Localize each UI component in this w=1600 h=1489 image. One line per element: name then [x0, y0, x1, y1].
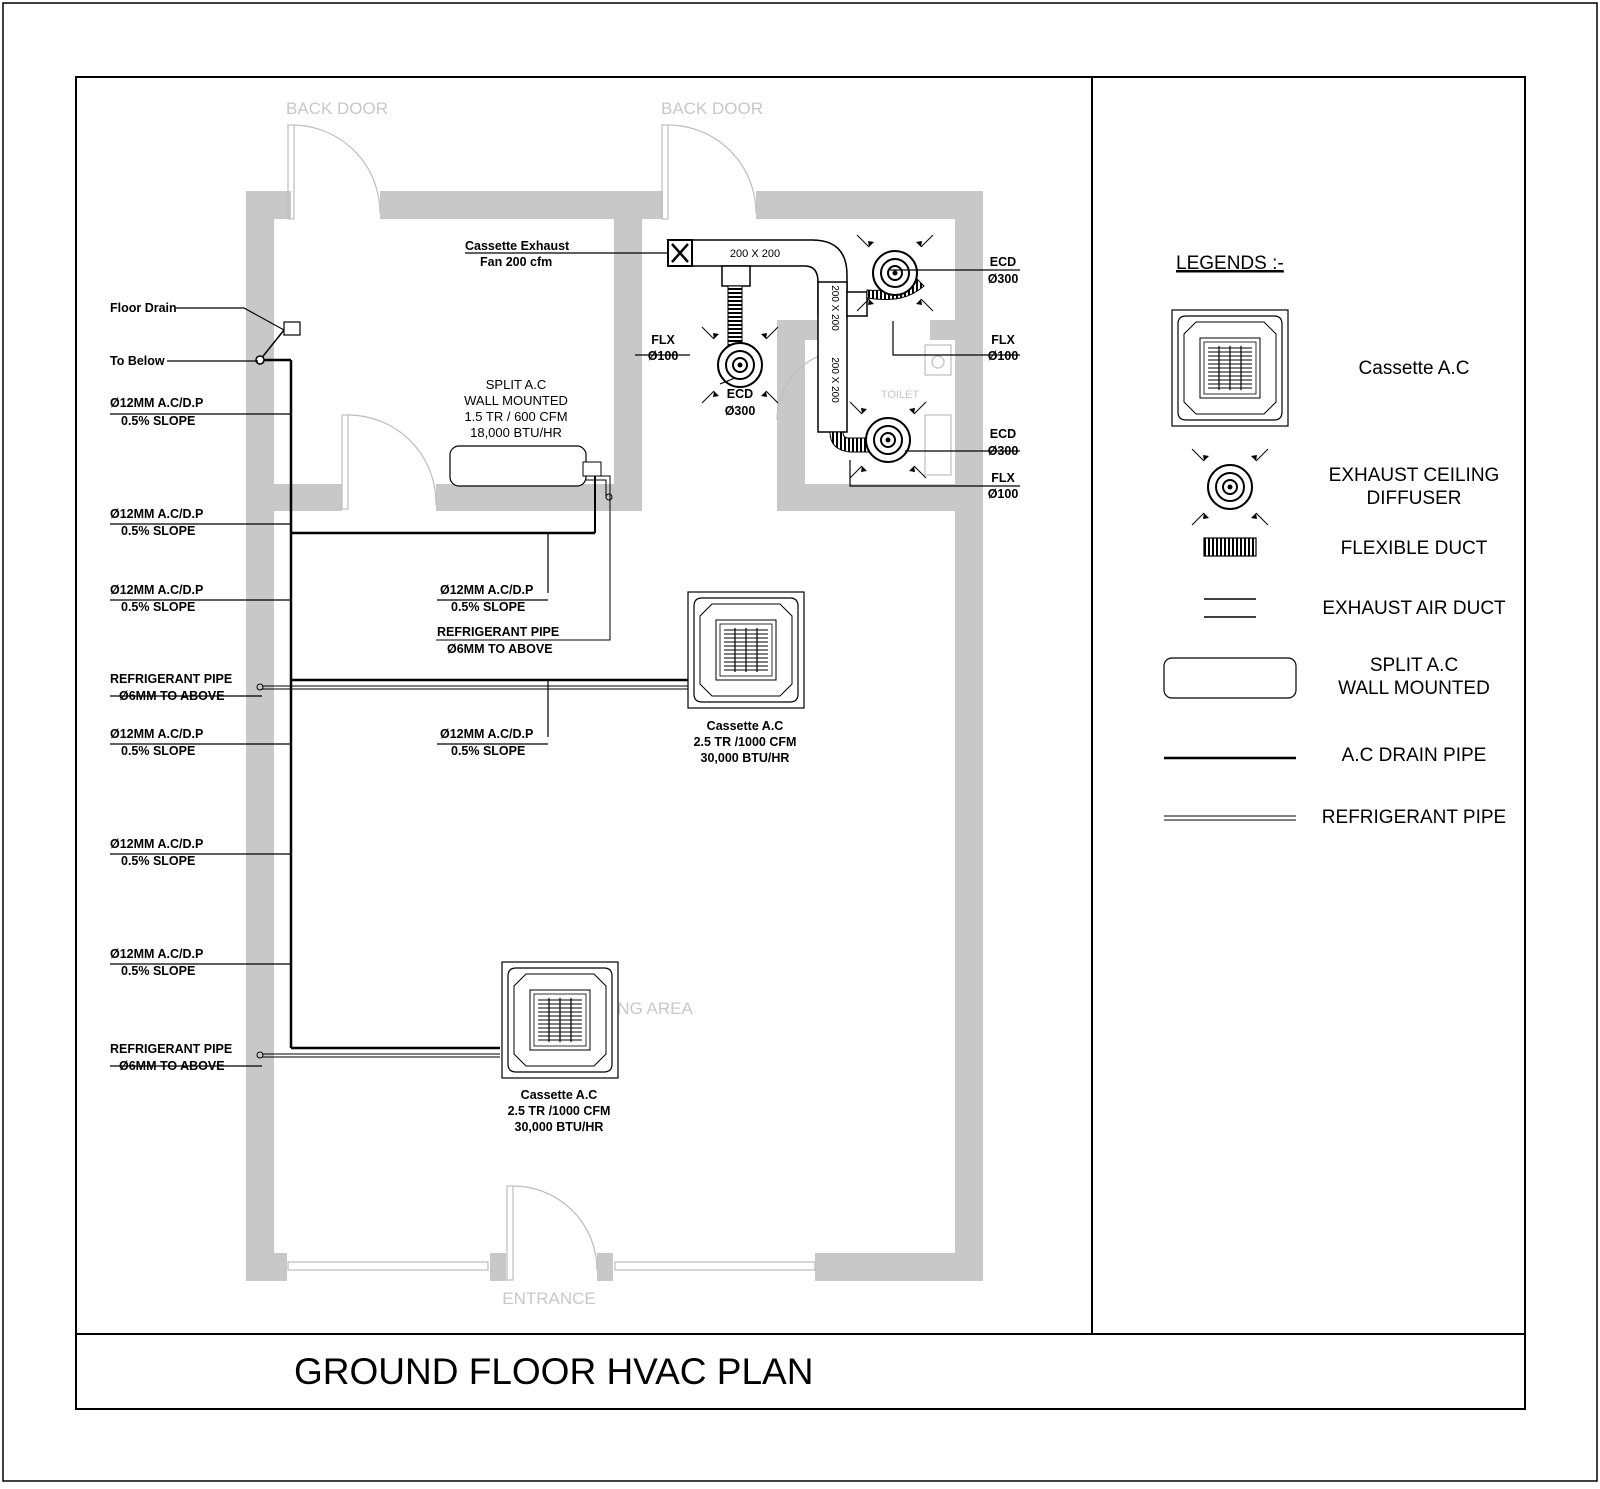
refrigerant-size-label: Ø6MM TO ABOVE — [447, 642, 553, 656]
refrigerant-size-label: Ø6MM TO ABOVE — [119, 689, 225, 703]
duct-size-label: 200 X 200 — [730, 248, 780, 260]
split-ac-label: SPLIT A.C — [486, 377, 546, 392]
legend-label: A.C DRAIN PIPE — [1342, 745, 1487, 766]
ecd-label: ECD — [990, 255, 1016, 269]
legend-label: EXHAUST AIR DUCT — [1322, 598, 1506, 619]
drain-pipe-label: Ø12MM A.C/D.P — [110, 947, 203, 961]
duct-size-label: 200 X 200 — [829, 285, 840, 331]
drain-pipe-label: Ø12MM A.C/D.P — [440, 583, 533, 597]
floor-drain-label: Floor Drain — [110, 301, 177, 315]
drain-pipe-label: Ø12MM A.C/D.P — [110, 837, 203, 851]
exhaust-ceiling-diffuser-icon — [1191, 448, 1269, 526]
legend-label: WALL MOUNTED — [1338, 678, 1490, 699]
ecd-size-label: Ø300 — [988, 444, 1019, 458]
callout-leaders — [110, 252, 1020, 1067]
exhaust-air-duct-icon — [1204, 598, 1256, 618]
exhaust-fan-cfm-label: Fan 200 cfm — [480, 255, 552, 269]
duct-callouts: FLX Ø100 ECD Ø300 ECD Ø300 FLX Ø100 ECD … — [648, 255, 1019, 501]
flexible-duct-icon — [1203, 537, 1257, 557]
split-ac-unit — [449, 445, 602, 487]
legend-label: EXHAUST CEILING — [1329, 465, 1500, 486]
flx-size-label: Ø100 — [988, 487, 1019, 501]
flx-label: FLX — [651, 333, 675, 347]
toilet-label: TOILET — [881, 389, 920, 401]
slope-label: 0.5% SLOPE — [121, 524, 195, 538]
legend-label: FLEXIBLE DUCT — [1341, 538, 1488, 559]
equipment-labels: SPLIT A.C WALL MOUNTED 1.5 TR / 600 CFM … — [464, 377, 796, 1134]
ecd-label: ECD — [990, 427, 1016, 441]
cassette-capacity-label: 2.5 TR /1000 CFM — [694, 735, 797, 749]
ecd-label: ECD — [727, 387, 753, 401]
refrigerant-pipe-label: REFRIGERANT PIPE — [437, 625, 559, 639]
split-ac-mount-label: WALL MOUNTED — [464, 393, 568, 408]
drain-pipe-label: Ø12MM A.C/D.P — [440, 727, 533, 741]
refrigerant-pipe-label: REFRIGERANT PIPE — [110, 1042, 232, 1056]
drain-pipe-label: Ø12MM A.C/D.P — [110, 727, 203, 741]
ecd-size-label: Ø300 — [988, 272, 1019, 286]
drain-pipe-label: Ø12MM A.C/D.P — [110, 507, 203, 521]
refrigerant-pipe-label: REFRIGERANT PIPE — [110, 672, 232, 686]
refrigerant-piping — [256, 475, 688, 1059]
legend-heading: LEGENDS :- — [1176, 253, 1284, 274]
slope-label: 0.5% SLOPE — [121, 414, 195, 428]
to-below-label: To Below — [110, 354, 165, 368]
slope-label: 0.5% SLOPE — [121, 854, 195, 868]
drain-pipe-label: Ø12MM A.C/D.P — [110, 583, 203, 597]
duct-size-label: 200 X 200 — [829, 357, 840, 403]
slope-label: 0.5% SLOPE — [121, 744, 195, 758]
area-label: NG AREA — [617, 999, 693, 1018]
legend-label: SPLIT A.C — [1370, 655, 1458, 676]
cassette-btu-label: 30,000 BTU/HR — [701, 751, 790, 765]
slope-label: 0.5% SLOPE — [451, 600, 525, 614]
flx-size-label: Ø100 — [648, 349, 679, 363]
drawing-title: GROUND FLOOR HVAC PLAN — [294, 1351, 813, 1392]
flx-size-label: Ø100 — [988, 349, 1019, 363]
floor-drain — [255, 321, 301, 365]
cassette-ac-unit — [687, 591, 805, 709]
left-callouts: Floor Drain To Below Ø12MM A.C/D.P 0.5% … — [110, 301, 232, 1073]
refrigerant-pipe-icon — [1164, 815, 1296, 821]
split-ac-capacity-label: 1.5 TR / 600 CFM — [464, 409, 567, 424]
cassette-btu-label: 30,000 BTU/HR — [515, 1120, 604, 1134]
back-door-label: BACK DOOR — [661, 99, 763, 118]
flx-label: FLX — [991, 333, 1015, 347]
legend-label: Cassette A.C — [1359, 358, 1470, 379]
drain-pipe-label: Ø12MM A.C/D.P — [110, 396, 203, 410]
back-door-label: BACK DOOR — [286, 99, 388, 118]
exhaust-fan-label: Cassette Exhaust — [465, 239, 570, 253]
flx-label: FLX — [991, 471, 1015, 485]
drain-piping — [260, 358, 688, 1050]
exhaust-ductwork — [666, 239, 925, 453]
slope-label: 0.5% SLOPE — [121, 600, 195, 614]
slope-label: 0.5% SLOPE — [121, 964, 195, 978]
cassette-capacity-label: 2.5 TR /1000 CFM — [508, 1104, 611, 1118]
legend-label: DIFFUSER — [1367, 488, 1462, 509]
cassette-ac-label: Cassette A.C — [521, 1088, 598, 1102]
cassette-ac-unit — [501, 961, 619, 1079]
split-ac-btu-label: 18,000 BTU/HR — [470, 425, 562, 440]
duct-size-labels: 200 X 200 200 X 200 200 X 200 — [730, 248, 840, 403]
exhaust-ceiling-diffuser-icon — [856, 234, 934, 312]
legend: LEGENDS :- Cassette A.C EXHAUST CEILING … — [1163, 253, 1506, 828]
building-walls — [246, 191, 983, 1281]
cassette-ac-label: Cassette A.C — [707, 719, 784, 733]
split-ac-icon — [1163, 657, 1297, 699]
ecd-size-label: Ø300 — [725, 404, 756, 418]
entrance-label: ENTRANCE — [502, 1289, 596, 1308]
inner-callouts: Ø12MM A.C/D.P 0.5% SLOPE REFRIGERANT PIP… — [437, 239, 570, 758]
refrigerant-size-label: Ø6MM TO ABOVE — [119, 1059, 225, 1073]
slope-label: 0.5% SLOPE — [451, 744, 525, 758]
cassette-ac-icon — [1171, 309, 1289, 427]
room-labels: BACK DOOR BACK DOOR TOILET NG AREA ENTRA… — [286, 99, 919, 1308]
legend-label: REFRIGERANT PIPE — [1322, 807, 1506, 828]
